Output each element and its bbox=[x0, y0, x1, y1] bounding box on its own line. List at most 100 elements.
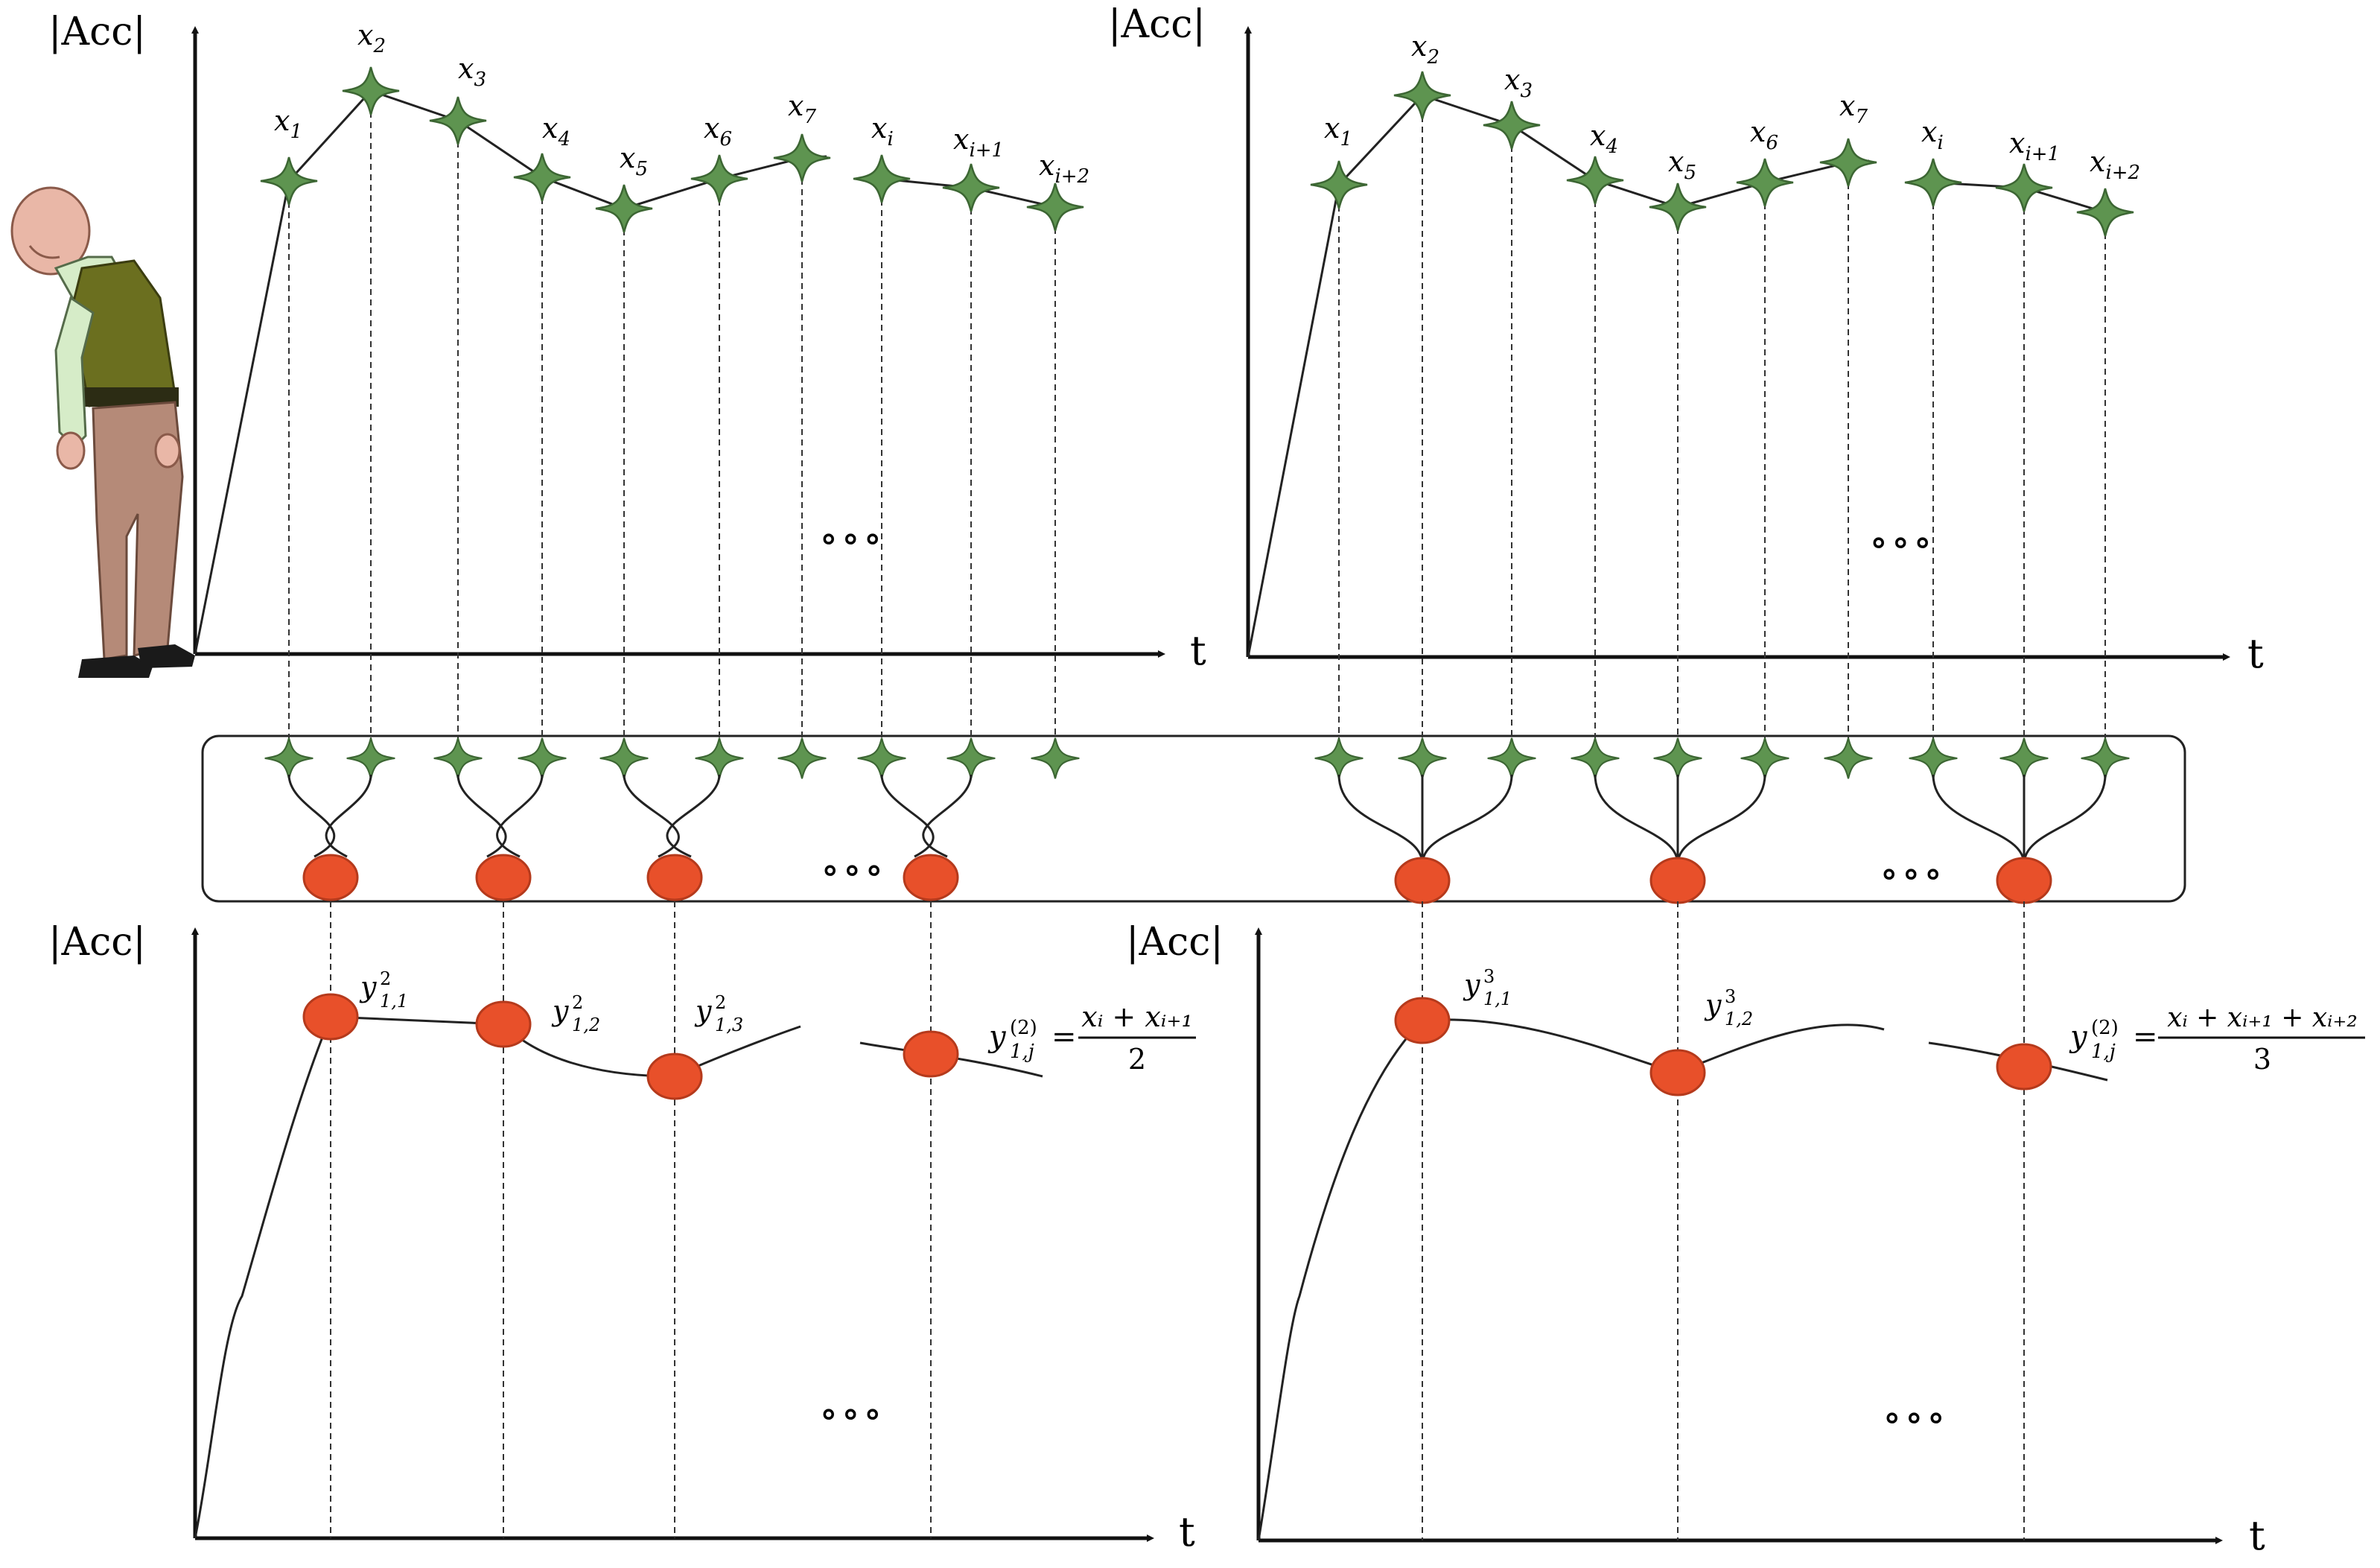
sample-point-marker bbox=[690, 153, 749, 204]
sample-label: x2 bbox=[357, 19, 386, 57]
sample-point-marker bbox=[1735, 157, 1795, 208]
sample-label: x7 bbox=[1839, 89, 1868, 128]
sample-point-marker bbox=[1994, 162, 2054, 213]
formula-numerator: xᵢ + xᵢ₊₁ bbox=[1081, 1000, 1192, 1033]
sample-label: x2 bbox=[1411, 30, 1439, 69]
formula-window-3: y (2) 1,j = xᵢ + xᵢ₊₁ + xᵢ₊₂ 3 bbox=[2069, 1003, 2365, 1076]
sample-point-marker bbox=[694, 737, 745, 780]
y-axis-label: |Acc| bbox=[48, 10, 146, 54]
sample-label: xi+2 bbox=[2090, 145, 2140, 184]
average-point-marker bbox=[1996, 857, 2052, 904]
sample-label: x3 bbox=[458, 52, 486, 91]
formula-lhs-sub: 1,j bbox=[1010, 1041, 1034, 1063]
elderly-person-illustration bbox=[10, 186, 195, 678]
signal-curve bbox=[1337, 774, 1424, 865]
formula-lhs-sup: (2) bbox=[1010, 1017, 1037, 1039]
sample-point-marker bbox=[1903, 157, 1963, 208]
sample-label: xi bbox=[1921, 115, 1944, 154]
average-point-marker bbox=[1394, 857, 1451, 904]
sample-point-marker bbox=[1908, 737, 1959, 780]
average-label-sup: 2 bbox=[715, 992, 726, 1013]
average-point-marker bbox=[903, 854, 959, 901]
signal-curve bbox=[325, 774, 372, 858]
sample-point-marker bbox=[1652, 737, 1703, 780]
average-label-sup: 2 bbox=[572, 992, 583, 1013]
sample-point-marker bbox=[517, 737, 567, 780]
average-point-marker bbox=[1996, 1043, 2052, 1091]
sample-point-marker bbox=[1740, 737, 1790, 780]
sample-point-marker bbox=[1393, 70, 1452, 121]
average-label: y bbox=[694, 994, 712, 1027]
sample-point-marker bbox=[772, 133, 832, 183]
signal-curve bbox=[666, 774, 721, 858]
signal-curve bbox=[1676, 774, 1766, 865]
bottom-right-chart: |Acc| t ∘∘∘ bbox=[1126, 920, 2265, 1559]
sample-point-marker bbox=[856, 737, 907, 780]
sample-point-marker bbox=[1570, 737, 1620, 780]
x-axis-label: t bbox=[1190, 627, 1206, 674]
average-point-marker bbox=[646, 854, 703, 901]
sample-point-marker bbox=[1030, 737, 1081, 780]
formula-lhs: y bbox=[2069, 1020, 2088, 1054]
sample-point-marker bbox=[1482, 100, 1541, 150]
average-label: y bbox=[551, 994, 569, 1027]
sample-label: xi+1 bbox=[2009, 127, 2060, 165]
sample-label: x4 bbox=[542, 112, 570, 150]
sample-label: x7 bbox=[788, 89, 816, 128]
sample-label: x1 bbox=[1324, 112, 1352, 150]
average-label-sub: 1,1 bbox=[1483, 988, 1512, 1009]
formula-denominator: 2 bbox=[1128, 1043, 1146, 1076]
ellipsis: ∘∘∘ bbox=[1883, 1395, 1948, 1440]
signal-curve bbox=[287, 774, 336, 858]
sample-label: x6 bbox=[1750, 115, 1778, 154]
signal-curve bbox=[1594, 774, 1679, 865]
average-label: y bbox=[359, 971, 377, 1003]
sample-point-marker bbox=[433, 737, 483, 780]
formula-equals: = bbox=[2133, 1020, 2158, 1054]
sample-point-marker bbox=[1486, 737, 1537, 780]
y-axis-label: |Acc| bbox=[1108, 2, 1206, 47]
bottom-left-chart: |Acc| t ∘∘∘ bbox=[48, 920, 1195, 1555]
average-label-sup: 2 bbox=[380, 968, 391, 989]
ellipsis: ∘∘∘ bbox=[1869, 520, 1935, 565]
formula-lhs-sub: 1,j bbox=[2091, 1041, 2116, 1063]
sample-point-marker bbox=[1999, 737, 2049, 780]
sample-point-marker bbox=[346, 737, 396, 780]
sample-label: xi bbox=[871, 112, 894, 150]
formula-equals: = bbox=[1051, 1020, 1077, 1054]
sample-point-marker bbox=[1314, 737, 1364, 780]
x-axis-label: t bbox=[1179, 1508, 1195, 1555]
sample-label: xi+2 bbox=[1039, 149, 1089, 188]
average-label-sub: 1,3 bbox=[715, 1015, 743, 1035]
sample-point-marker bbox=[594, 183, 654, 234]
average-label-sub: 1,1 bbox=[380, 991, 408, 1012]
formula-lhs-sup: (2) bbox=[2091, 1017, 2119, 1039]
average-label-sup: 3 bbox=[1725, 986, 1736, 1007]
average-point-marker bbox=[475, 854, 532, 901]
sample-label: x5 bbox=[620, 142, 648, 180]
sample-point-marker bbox=[2080, 737, 2131, 780]
top-left-chart: |Acc| t ∘∘∘ bbox=[48, 10, 1206, 674]
sample-point-marker bbox=[2075, 187, 2135, 238]
sample-point-marker bbox=[1565, 155, 1625, 206]
y-axis-label: |Acc| bbox=[48, 920, 146, 965]
ellipsis: ∘∘∘ bbox=[1880, 851, 1945, 896]
sample-label: x1 bbox=[274, 104, 302, 143]
signal-curve bbox=[194, 1015, 801, 1539]
formula-lhs: y bbox=[987, 1020, 1007, 1054]
average-label-sub: 1,2 bbox=[1725, 1009, 1753, 1029]
sample-label: x5 bbox=[1668, 145, 1696, 184]
average-label: y bbox=[1704, 988, 1722, 1021]
sample-point-marker bbox=[264, 737, 314, 780]
signal-curve bbox=[456, 774, 507, 858]
average-label-sup: 3 bbox=[1483, 966, 1495, 987]
signal-curve bbox=[880, 774, 935, 858]
sample-point-marker bbox=[946, 737, 996, 780]
signal-curve bbox=[1421, 774, 1513, 865]
x-axis-label: t bbox=[2249, 1512, 2265, 1559]
sample-point-marker bbox=[777, 737, 827, 780]
sample-point-marker bbox=[941, 162, 1001, 213]
average-point-marker bbox=[1649, 857, 1706, 904]
signal-curve bbox=[2023, 774, 2107, 865]
